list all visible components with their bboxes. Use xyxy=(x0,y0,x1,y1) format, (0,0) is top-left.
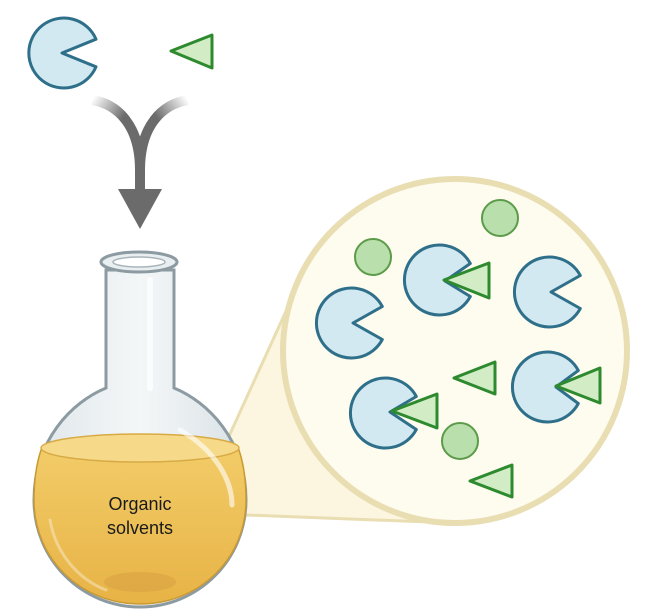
merge-arrow xyxy=(90,95,190,229)
pacman-host-icon xyxy=(314,286,384,360)
flask-label-line1: Organic xyxy=(108,494,172,514)
triangle-guest-icon xyxy=(554,366,602,405)
pacman-host-icon xyxy=(512,255,582,329)
triangle-guest-icon xyxy=(442,261,491,300)
liquid-bottom-shade xyxy=(104,572,176,592)
pacman-host-icon xyxy=(510,350,580,424)
triangle-guest-icon xyxy=(169,33,214,70)
round-bottom-flask xyxy=(32,250,248,609)
circle-molecule-icon xyxy=(354,238,392,276)
circle-molecule-icon xyxy=(441,422,479,460)
pacman-host-icon xyxy=(348,376,418,450)
liquid-surface xyxy=(40,433,240,463)
triangle-guest-icon xyxy=(390,392,439,430)
pacman-host-icon xyxy=(402,243,472,317)
pacman-host-icon xyxy=(27,16,98,90)
circle-molecule-icon xyxy=(481,199,519,237)
magnified-view xyxy=(280,176,630,526)
triangle-guest-icon xyxy=(452,360,497,396)
triangle-guest-icon xyxy=(468,463,514,499)
flask-label: Organic solvents xyxy=(78,492,202,540)
flask-label-line2: solvents xyxy=(106,518,174,538)
arrow-head xyxy=(118,189,162,229)
